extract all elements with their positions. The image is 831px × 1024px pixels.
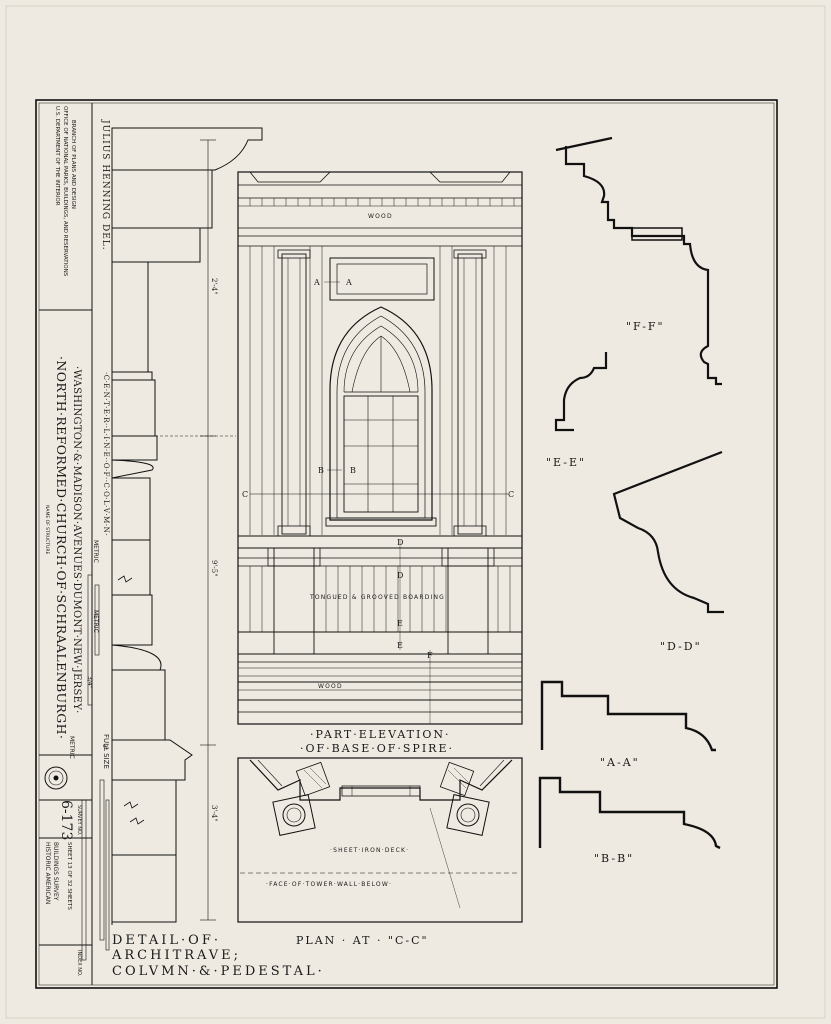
scale-metric-2: METRIC [92,610,99,633]
scale-metric-3: METRIC [68,736,75,759]
profile-ff-label: "F-F" [626,320,665,333]
profile-dd-label: "D-D" [660,640,702,653]
profile-bb [538,776,721,850]
title-block: U.S. DEPARTMENT OF THE INTERIOR OFFICE O… [39,103,93,985]
marker-c-right: C [508,490,514,499]
agency-line-1: U.S. DEPARTMENT OF THE INTERIOR [54,106,60,206]
marker-b-left: B [318,466,324,475]
dim-top: 2'-4" [210,278,218,294]
survey-no: 6-173 [58,800,74,840]
marker-c-left: C [242,490,248,499]
hab-title-2: BUILDINGS SURVEY [52,842,59,901]
elevation-caption-1: ·PART·ELEVATION· [310,728,450,741]
marker-f: F [427,651,433,660]
hab-seal [44,766,68,790]
dimension-line [150,139,236,921]
profile-ee-label: "E-E" [546,456,586,469]
structure-location: ·WASHINGTON·&·MADISON·AVENUES·DUMONT·NEW… [71,366,82,714]
wood-label-bottom: WOOD [318,683,343,690]
scale-inch-2: 3/4" [86,676,93,689]
marker-a-left: A [313,278,320,287]
detail-caption-2: ARCHITRAVE; [111,948,241,963]
plan-caption: PLAN · AT · "C-C" [296,934,429,947]
detail-caption-3: COLVMN·&·PEDESTAL· [112,964,325,979]
scale-full-size: FULL SIZE [102,734,110,769]
scale-inch-1: 3" [101,744,108,751]
detail-caption-1: DETAIL·OF· [112,933,221,948]
dim-low: 3'-4" [210,805,218,821]
sheet-number: SHEET 13 OF 32 SHEETS [66,842,72,910]
marker-d-top: D [397,538,403,547]
wall-label: ·FACE·OF·TOWER·WALL·BELOW· [266,881,392,888]
part-elevation [237,171,523,725]
marker-e-top: E [397,619,403,628]
name-of-structure-label: NAME OF STRUCTURE [44,505,50,554]
profile-aa-label: "A-A" [600,756,640,769]
profile-aa [540,680,716,752]
delineator-credit: JULIUS HENNING DEL. [100,119,110,251]
profile-ee [554,352,608,432]
profile-bb-label: "B-B" [594,852,634,865]
profile-ff [555,136,722,386]
scale-bars: METRIC METRIC METRIC 3" 3/4" FULL SIZE [68,540,110,961]
profile-dd [612,450,724,614]
structure-name: ·NORTH·REFORMED·CHURCH·OF·SCHRAALENBURGH… [54,356,69,739]
dim-mid: 9'-5" [210,560,218,576]
wood-label-top: WOOD [368,213,393,220]
agency-line-2: OFFICE OF NATIONAL PARKS, BUILDINGS, AND… [62,106,68,277]
agency-line-3: BRANCH OF PLANS AND DESIGN [70,120,76,209]
column-detail [111,127,263,925]
marker-b-right: B [350,466,356,475]
scale-metric-1: METRIC [92,540,99,563]
marker-a-right: A [345,278,352,287]
elevation-caption-2: ·OF·BASE·OF·SPIRE· [300,742,454,755]
marker-d-bot: D [397,571,403,580]
index-no-label: INDEX NO. [76,950,82,977]
survey-no-label: SURVEY NO. [76,805,82,836]
marker-e-bot: E [397,641,403,650]
sheet-border [35,99,778,989]
plan-at-cc [237,757,523,923]
deck-label: ·SHEET·IRON·DECK· [330,847,409,854]
boarding-label: TONGUED & GROOVED BOARDING [309,594,445,601]
center-line-label: ·C·E·N·T·E·R··L·I·N·E··O·F··C·O·L·V·M·N· [102,372,110,536]
hab-title-1: HISTORIC AMERICAN [44,842,51,904]
